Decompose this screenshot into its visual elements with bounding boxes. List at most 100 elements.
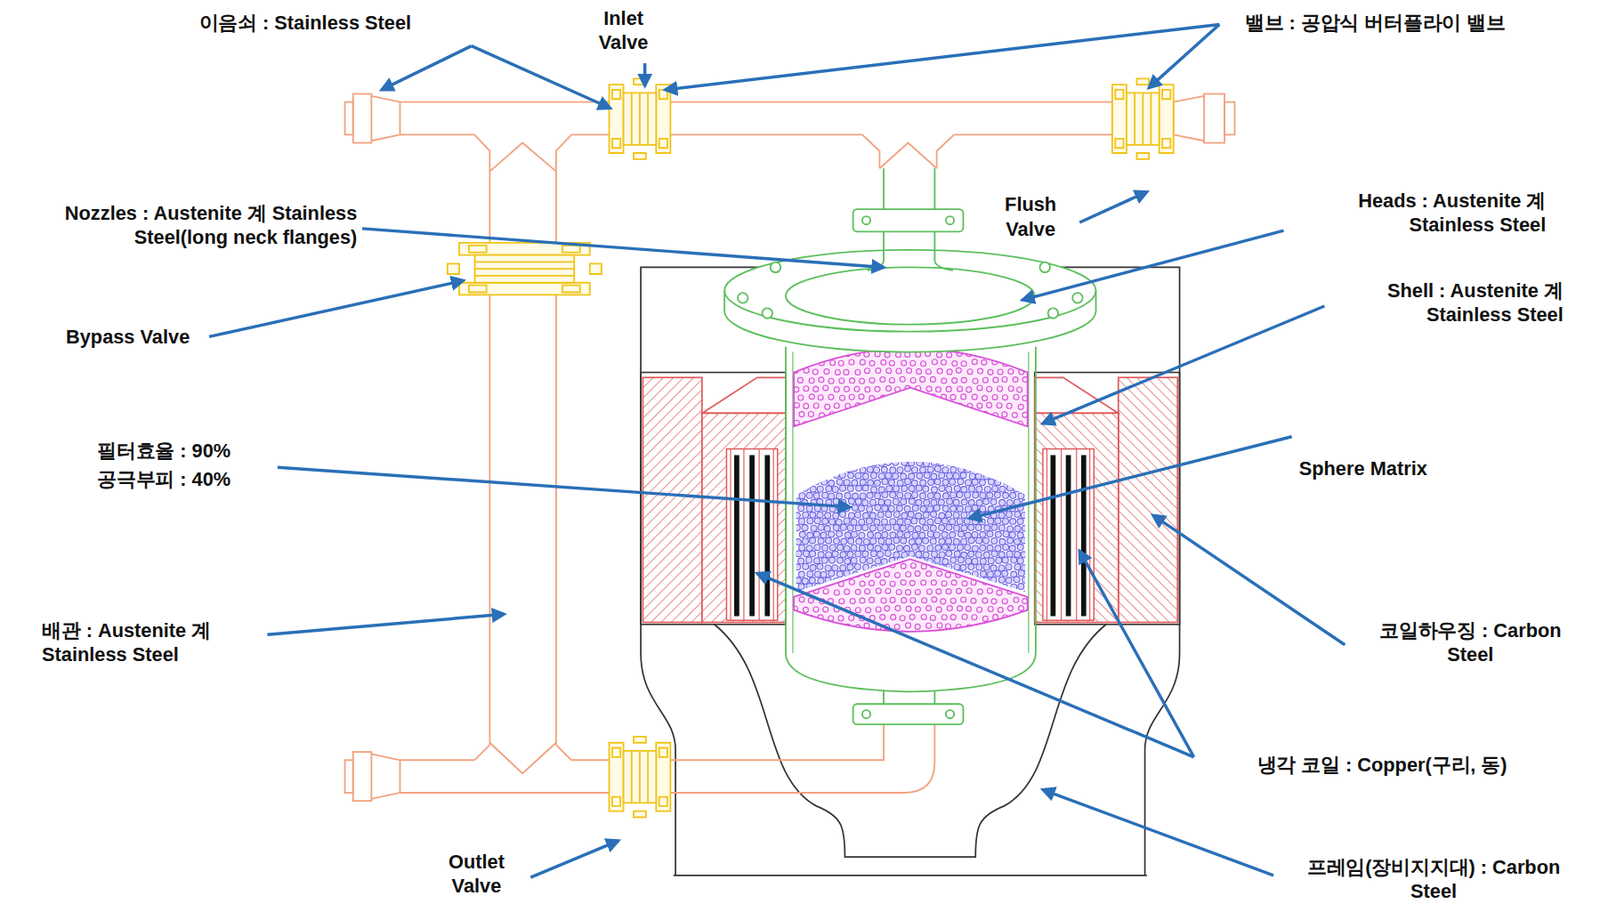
sphere-dot: [955, 572, 962, 578]
sphere-dot: [945, 459, 953, 466]
sphere-dot: [1014, 459, 1021, 466]
sphere-dot: [991, 460, 998, 467]
sphere-dot: [1002, 395, 1008, 401]
sphere-dot: [802, 641, 809, 647]
sphere-dot: [1002, 544, 1010, 551]
sphere-dot: [949, 478, 956, 485]
sphere-dot: [946, 352, 953, 358]
sphere-dot: [1017, 420, 1023, 427]
sphere-dot: [884, 606, 890, 612]
sphere-dot: [956, 570, 963, 577]
sphere-dot: [874, 492, 881, 500]
sphere-dot: [855, 590, 862, 598]
sphere-dot: [858, 411, 865, 417]
sphere-dot: [805, 478, 812, 485]
sphere-dot: [823, 606, 829, 613]
sphere-dot: [849, 378, 856, 384]
sphere-dot: [896, 518, 904, 526]
part-label: 공극부피 : 40%: [96, 467, 231, 492]
sphere-dot: [941, 378, 947, 384]
sphere-dot: [802, 352, 809, 358]
sphere-dot: [901, 597, 907, 604]
sphere-dot: [1005, 589, 1012, 597]
sphere-dot: [845, 623, 851, 630]
sphere-dot: [886, 564, 893, 571]
sphere-dot: [874, 570, 881, 577]
sphere-dot: [863, 539, 870, 546]
sphere-dot: [993, 614, 999, 621]
sphere-dot: [806, 439, 813, 446]
sphere-dot: [812, 369, 818, 375]
sphere-dot: [886, 368, 892, 374]
sphere-dot: [1012, 377, 1019, 383]
sphere-dot: [998, 472, 1005, 479]
sphere-dot: [792, 368, 799, 374]
sphere-dot: [889, 581, 896, 587]
sphere-dot: [957, 421, 963, 428]
sphere-dot: [961, 581, 968, 587]
sphere-dot: [1013, 650, 1019, 656]
sphere-dot: [912, 452, 919, 460]
sphere-dot: [905, 404, 911, 410]
sphere-dot: [836, 557, 843, 564]
sphere-dot: [799, 359, 805, 365]
sphere-dot: [901, 512, 908, 519]
sphere-dot: [854, 563, 861, 570]
sphere-dot: [812, 640, 818, 647]
sphere-dot: [896, 640, 902, 647]
part-label: Inlet Valve: [590, 6, 656, 55]
sphere-dot: [814, 517, 821, 525]
sphere-dot: [899, 615, 906, 622]
sphere-dot: [1014, 551, 1021, 558]
sphere-dot: [880, 597, 887, 604]
sphere-dot: [987, 571, 994, 577]
sphere-dot: [870, 538, 877, 545]
sphere-dot: [889, 518, 897, 526]
sphere-dot: [916, 590, 923, 598]
sphere-dot: [878, 538, 885, 545]
sphere-dot: [1009, 452, 1016, 460]
sphere-dot: [992, 650, 998, 656]
sphere-dot: [896, 505, 903, 512]
sphere-dot: [915, 551, 922, 558]
sphere-dot: [921, 614, 927, 620]
sphere-dot: [999, 499, 1006, 506]
sphere-dot: [874, 545, 881, 552]
sphere-dot: [945, 403, 951, 409]
sphere-dot: [915, 434, 922, 441]
sphere-dot: [1014, 447, 1021, 454]
sphere-dot: [894, 623, 900, 630]
sphere-dot: [829, 412, 835, 418]
sphere-dot: [885, 511, 892, 518]
sphere-dot: [869, 632, 875, 639]
sphere-dot: [889, 570, 897, 577]
sphere-dot: [859, 571, 866, 578]
sphere-dot: [869, 649, 875, 655]
sphere-dot: [953, 511, 960, 518]
sphere-dot: [922, 511, 930, 518]
sphere-dot: [915, 564, 922, 571]
sphere-dot: [992, 394, 998, 400]
sphere-dot: [971, 557, 978, 565]
sphere-dot: [919, 557, 926, 564]
sphere-dot: [874, 440, 881, 447]
sphere-dot: [905, 385, 911, 391]
sphere-dot: [906, 368, 913, 374]
sphere-dot: [869, 445, 876, 453]
sphere-dot: [885, 447, 892, 454]
sphere-dot: [971, 359, 978, 365]
sphere-dot: [971, 394, 978, 400]
sphere-dot: [1002, 557, 1009, 564]
sphere-dot: [1010, 479, 1017, 486]
sphere-dot: [875, 588, 881, 594]
sphere-dot: [937, 446, 945, 453]
sphere-dot: [1022, 576, 1029, 583]
sphere-dot: [801, 578, 809, 585]
sphere-dot: [945, 589, 952, 595]
sphere-dot: [998, 512, 1005, 519]
sphere-dot: [1018, 479, 1025, 486]
sphere-dot: [885, 538, 892, 545]
sphere-dot: [977, 385, 983, 391]
sphere-dot: [1018, 404, 1024, 410]
sphere-dot: [978, 518, 986, 526]
